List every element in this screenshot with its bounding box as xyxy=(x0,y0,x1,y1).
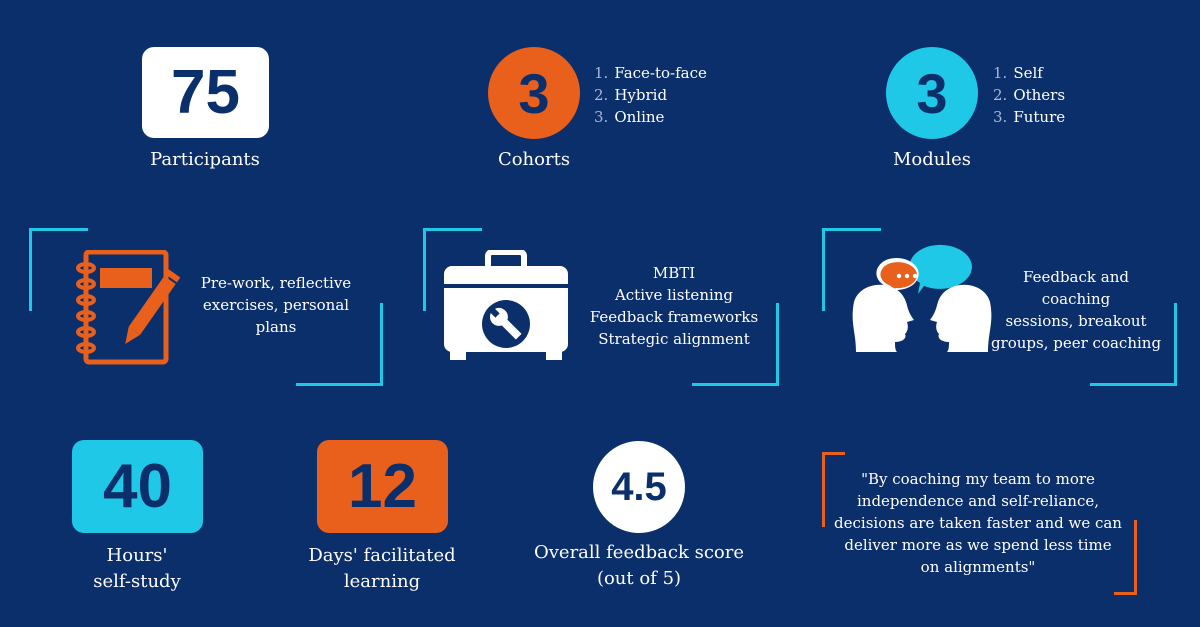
modules-list: 1.Self 2.Others 3.Future xyxy=(993,62,1065,128)
toolbox-wrench-icon xyxy=(444,249,568,366)
list-item: 2.Hybrid xyxy=(594,86,668,104)
list-item: 2.Others xyxy=(993,86,1066,104)
modules-label: Modules xyxy=(892,149,972,170)
coaching-description: Feedback and coaching sessions, breakout… xyxy=(990,268,1162,352)
participants-value: 75 xyxy=(171,58,240,127)
list-item: 1.Face-to-face xyxy=(594,64,707,82)
days-count-box: 12 xyxy=(317,440,448,533)
list-item: 3.Future xyxy=(993,108,1066,126)
frame-corner-bottom-right xyxy=(296,303,383,386)
notebook-pencil-icon xyxy=(74,249,200,370)
participants-label: Participants xyxy=(150,149,260,170)
score-label: Overall feedback score (out of 5) xyxy=(533,542,744,589)
score-value: 4.5 xyxy=(611,464,667,509)
frame-corner-bottom-right xyxy=(692,303,779,386)
cohorts-count-circle: 3 xyxy=(488,47,580,139)
quote-corner-top-left xyxy=(822,452,845,527)
testimonial-quote: "By coaching my team to more independenc… xyxy=(834,470,1122,576)
days-value: 12 xyxy=(348,452,417,521)
hours-count-box: 40 xyxy=(72,440,203,533)
cohorts-label: Cohorts xyxy=(497,149,571,170)
prework-description: Pre-work, reflective exercises, personal… xyxy=(200,274,352,336)
quote-corner-bottom-right xyxy=(1114,520,1137,595)
two-heads-speech-icon xyxy=(852,242,992,364)
frame-corner-top-left xyxy=(822,228,881,311)
frame-corner-top-left xyxy=(29,228,88,311)
tools-description: MBTI Active listening Feedback framework… xyxy=(589,264,759,348)
hours-label: Hours' self-study xyxy=(93,545,181,592)
modules-value: 3 xyxy=(916,61,948,125)
cohorts-list: 1.Face-to-face 2.Hybrid 3.Online xyxy=(594,62,707,128)
list-item: 3.Online xyxy=(594,108,665,126)
participants-count-box: 75 xyxy=(142,47,269,138)
cohorts-value: 3 xyxy=(518,61,550,125)
days-label: Days' facilitated learning xyxy=(308,545,456,592)
hours-value: 40 xyxy=(103,452,172,521)
modules-count-circle: 3 xyxy=(886,47,978,139)
score-circle: 4.5 xyxy=(593,441,685,533)
frame-corner-bottom-right xyxy=(1090,303,1177,386)
list-item: 1.Self xyxy=(993,64,1043,82)
frame-corner-top-left xyxy=(423,228,482,311)
